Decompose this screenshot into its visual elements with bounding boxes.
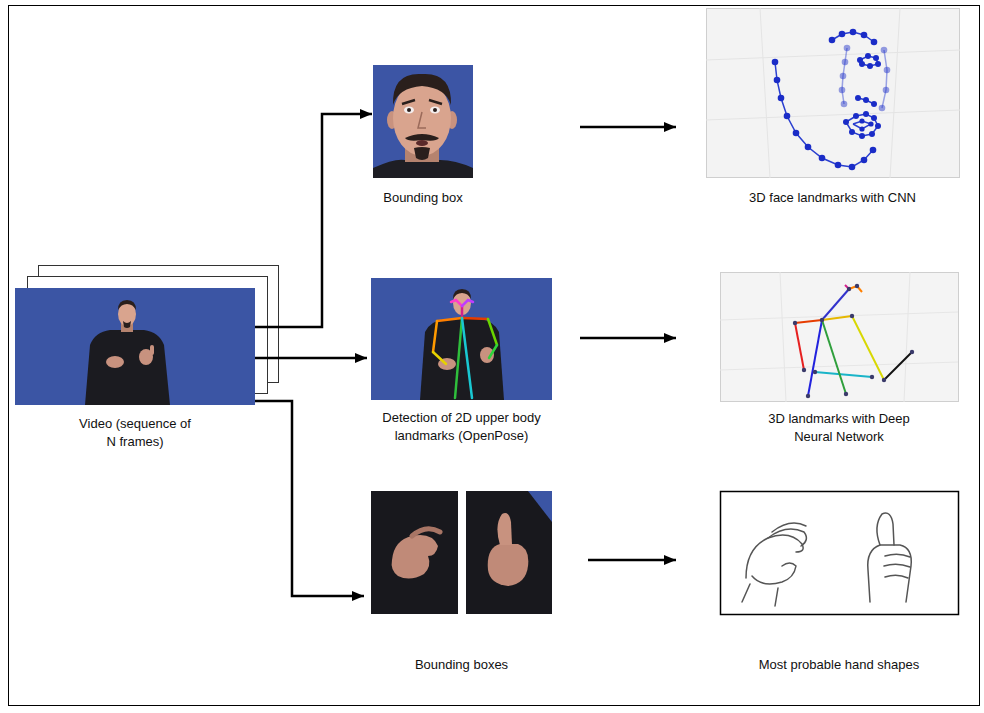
arrow-connector [580,126,676,129]
face-crop [373,65,473,178]
caption: 3D landmarks with Deep Neural Network [757,410,922,445]
caption: Detection of 2D upper body landmarks (Op… [371,409,552,444]
hand-crops [371,491,552,614]
body-landmark-plot [720,272,959,402]
caption: 3D face landmarks with CNN [706,189,959,207]
openpose-image [371,278,552,400]
caption: Bounding boxes [371,656,552,674]
image-box: Bounding boxes [371,491,552,674]
image-box: Bounding box [373,65,473,207]
caption: Video (sequence of N frames) [76,415,194,450]
drawing-box: Most probable hand shapes [720,491,958,674]
plot-box: 3D landmarks with Deep Neural Network [720,272,958,445]
hand-shape-drawings [721,492,959,615]
face-landmark-plot [706,8,960,178]
arrow-connector [255,401,364,596]
arrow-connector [255,357,367,360]
plot-box: 3D face landmarks with CNN [706,8,959,207]
video-frames-box: Video (sequence of N frames) [15,288,255,450]
caption: Bounding box [373,189,473,207]
arrow-connector [588,559,676,562]
video-frames [15,266,279,406]
image-box: Detection of 2D upper body landmarks (Op… [371,278,552,444]
arrow-connector [580,337,676,340]
figure-border [9,6,980,706]
caption: Most probable hand shapes [720,656,958,674]
arrow-connector [255,114,372,327]
